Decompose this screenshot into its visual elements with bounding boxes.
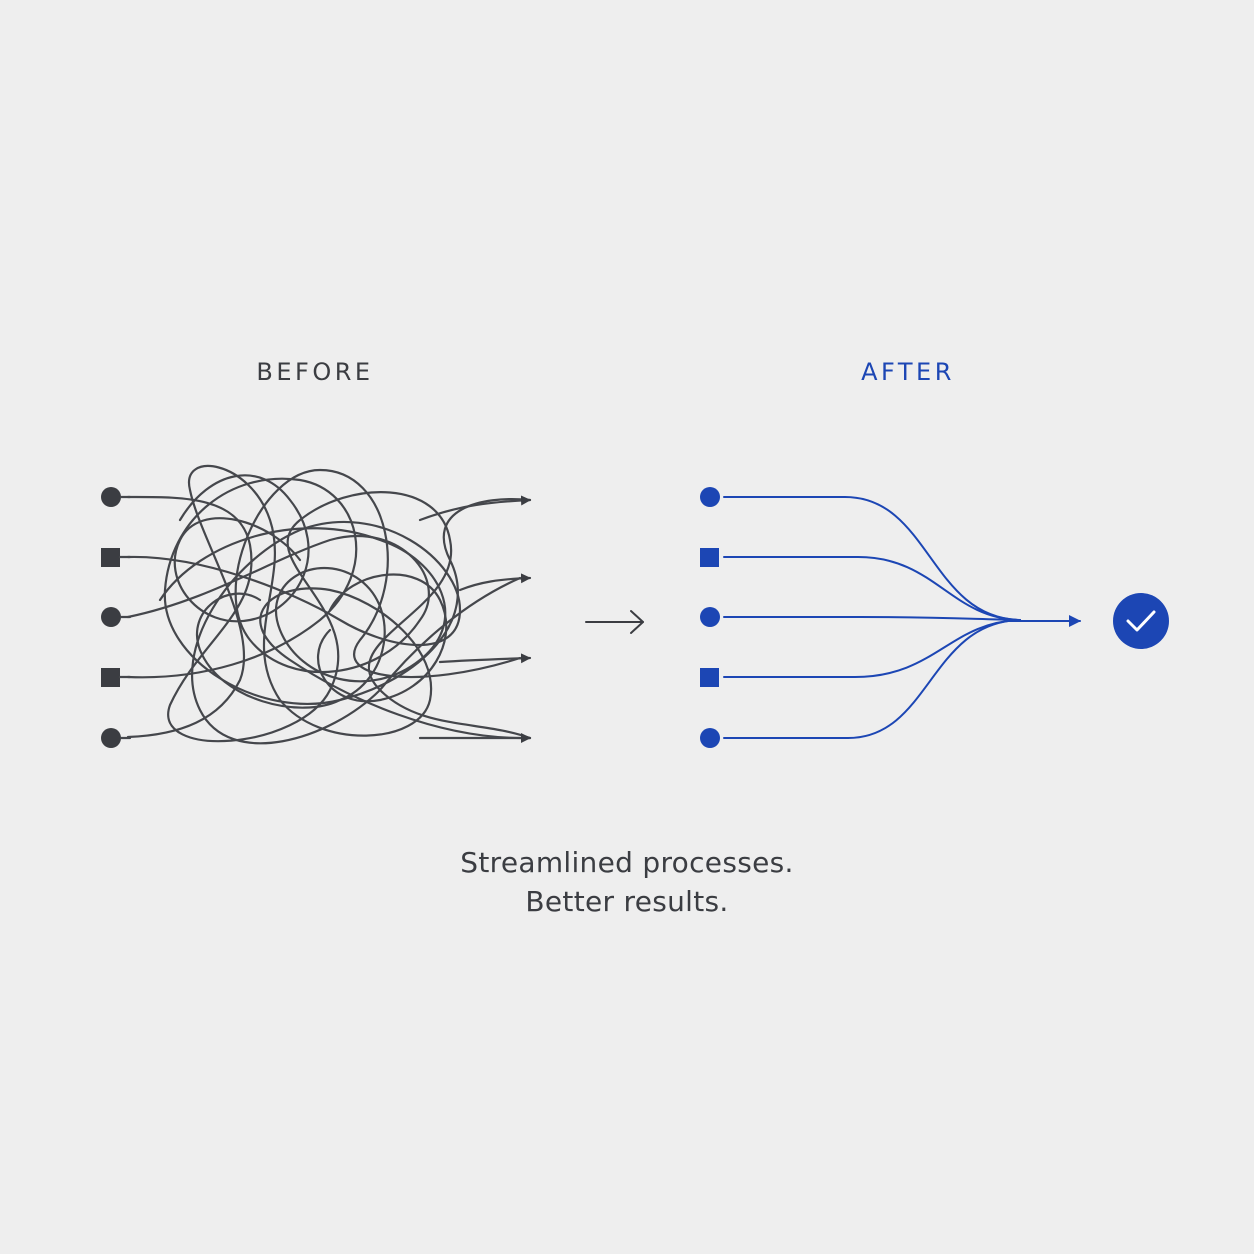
before-tangle [126, 465, 532, 745]
after-flow-3 [723, 616, 1021, 621]
tangle-path-6 [158, 527, 447, 709]
before-input-circle-1 [101, 487, 121, 507]
before-arrow-2 [458, 573, 532, 592]
after-flow-5 [723, 619, 1021, 739]
before-title: BEFORE [256, 358, 374, 386]
after-input-square-1 [700, 548, 719, 567]
after-flows [723, 496, 1081, 739]
after-inputs [700, 487, 720, 748]
before-inputs [101, 487, 121, 748]
after-input-circle-2 [700, 607, 720, 627]
before-arrow-1 [418, 495, 532, 522]
check-circle-icon [1113, 593, 1169, 649]
before-input-circle-2 [101, 607, 121, 627]
tangle-path-8 [317, 573, 448, 703]
caption-line-1: Streamlined processes. [460, 846, 794, 879]
after-flow-4 [723, 619, 1021, 678]
after-input-square-2 [700, 668, 719, 687]
before-input-square-1 [101, 548, 120, 567]
tangle-path-2 [126, 520, 522, 745]
after-input-circle-1 [700, 487, 720, 507]
after-input-circle-3 [700, 728, 720, 748]
after-flow-1 [723, 496, 1021, 621]
caption-line-2: Better results. [525, 885, 729, 918]
before-input-circle-3 [101, 728, 121, 748]
after-title: AFTER [861, 358, 955, 386]
after-flow-2 [723, 556, 1021, 621]
tangle-path-3 [126, 468, 522, 679]
before-output-arrows [418, 495, 532, 743]
before-arrow-3 [438, 653, 532, 664]
tangle-path-7 [173, 474, 310, 623]
arrow-right-icon [585, 610, 644, 634]
tangle-path-4 [126, 477, 532, 705]
before-input-square-2 [101, 668, 120, 687]
tangle-path-5 [126, 465, 532, 740]
before-input-stubs [118, 495, 132, 740]
